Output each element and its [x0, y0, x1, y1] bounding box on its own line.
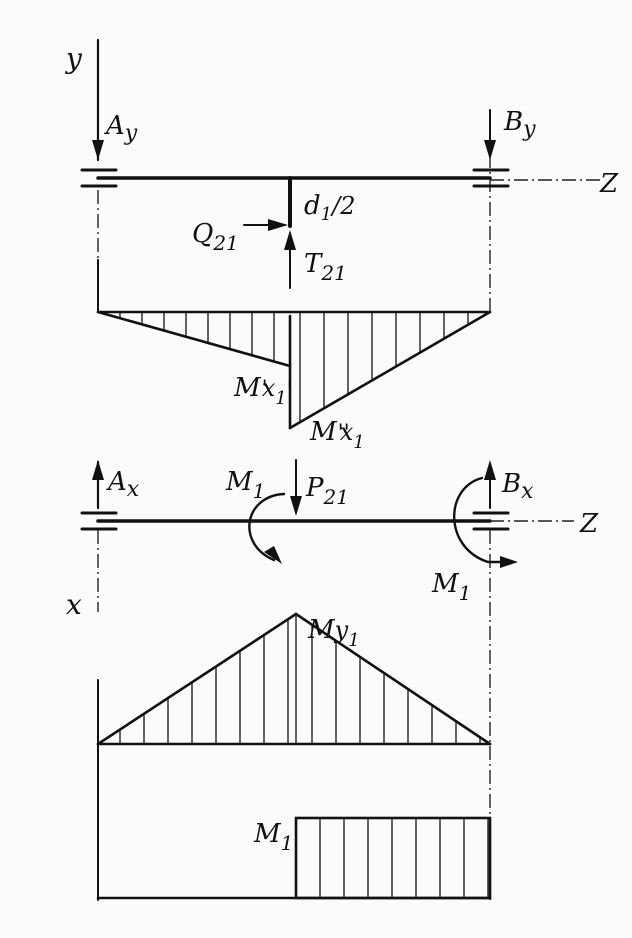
- reaction-bx-label: Bx: [501, 469, 534, 504]
- y-axis-label: y: [64, 42, 83, 75]
- reaction-ax-arrow: [92, 460, 104, 509]
- moment-mx1-prime-label: M'x1': [233, 373, 292, 409]
- bearing-a-bottom: [80, 511, 118, 531]
- force-q21-label: Q21: [192, 219, 239, 255]
- bearing-b-bottom: [472, 511, 510, 531]
- force-q21-arrow: [243, 219, 288, 231]
- z-axis-mid-label: Z: [579, 509, 599, 539]
- x-axis-label: x: [66, 588, 82, 621]
- gear-radius-label: d1/2: [304, 191, 355, 225]
- reaction-ax-label: Ax: [106, 467, 140, 502]
- reaction-bx-arrow: [484, 460, 496, 509]
- couple-m1-right-label: M1: [431, 569, 471, 605]
- reaction-ay-label: Ay: [104, 111, 138, 146]
- couple-m1-left-arrow: [248, 492, 286, 564]
- bearing-a-top: [80, 168, 118, 188]
- force-p21-label: P21: [305, 473, 349, 509]
- moment-mx1-double-prime-label: M''x1: [309, 417, 365, 453]
- reaction-by-arrow: [484, 109, 496, 160]
- reaction-by-label: By: [503, 107, 536, 142]
- z-axis-top-label: Z: [599, 169, 619, 199]
- force-t21-label: T21: [304, 249, 347, 285]
- mx-moment-diagram: [96, 310, 492, 430]
- torque-m1-label: M1: [253, 819, 293, 855]
- force-t21-arrow: [284, 230, 296, 289]
- moment-my1-label: My1: [307, 615, 360, 651]
- torque-diagram: [96, 816, 492, 900]
- my-moment-diagram: [96, 612, 492, 746]
- force-p21-arrow: [290, 459, 302, 516]
- bearing-b-top: [472, 168, 510, 188]
- couple-m1-right-arrow: [453, 476, 518, 568]
- reaction-ay-arrow: [92, 99, 104, 160]
- couple-m1-left-label: M1: [225, 467, 265, 503]
